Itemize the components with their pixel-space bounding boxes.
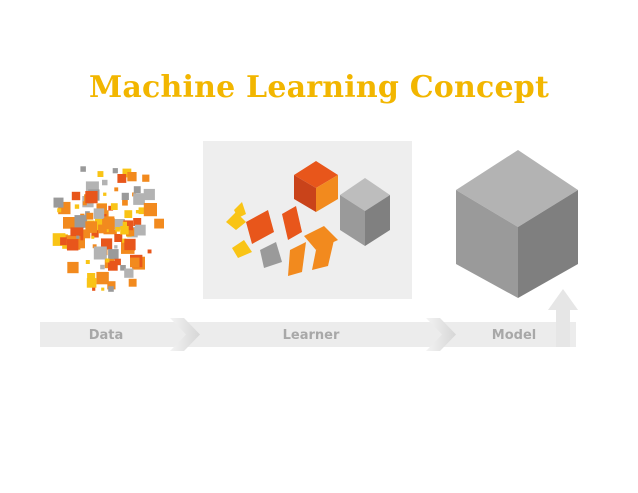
data-square (108, 286, 114, 292)
data-square (133, 193, 145, 205)
data-square (114, 245, 117, 248)
data-square (127, 172, 136, 181)
data-square (144, 189, 155, 200)
data-square (113, 168, 118, 173)
data-square (94, 208, 105, 219)
data-square (102, 180, 108, 186)
data-square (114, 187, 118, 191)
data-square (57, 208, 61, 212)
data-square (103, 193, 106, 196)
model-cube (456, 150, 578, 298)
data-square (134, 186, 141, 193)
data-square (106, 219, 109, 222)
data-square (108, 261, 118, 271)
data-square (111, 203, 118, 210)
data-square (117, 174, 126, 183)
data-square (108, 249, 119, 260)
stage-label-data: Data (89, 328, 124, 343)
data-square (85, 191, 97, 203)
data-square (115, 227, 120, 232)
data-square (87, 273, 95, 281)
data-square (144, 203, 157, 216)
stage-label-learner: Learner (283, 328, 340, 343)
data-scatter (53, 166, 164, 292)
data-square (122, 193, 129, 200)
data-square (67, 239, 78, 250)
data-square (123, 222, 127, 226)
data-square (92, 288, 95, 291)
data-square (124, 269, 133, 278)
data-square (142, 175, 149, 182)
data-square (86, 213, 93, 220)
data-square (120, 226, 129, 235)
data-square (72, 192, 80, 200)
data-square (75, 215, 88, 228)
data-square (54, 198, 64, 208)
data-square (104, 218, 115, 229)
data-square (101, 288, 104, 291)
up-arrow-head (548, 289, 578, 310)
stage-label-model: Model (492, 328, 536, 343)
up-arrow-shaft (556, 308, 570, 347)
data-square (130, 258, 140, 268)
data-square (105, 259, 109, 263)
data-square (76, 236, 79, 239)
data-square (80, 166, 86, 172)
data-square (85, 221, 97, 233)
data-square (94, 247, 107, 260)
data-square (86, 260, 90, 264)
data-square (129, 279, 137, 287)
data-square (122, 200, 128, 206)
data-square (154, 219, 164, 229)
data-square (124, 239, 135, 250)
data-square (63, 217, 75, 229)
data-square (67, 262, 78, 273)
data-square (75, 204, 79, 208)
data-square (124, 210, 132, 218)
data-square (100, 265, 105, 270)
data-square (98, 171, 104, 177)
data-square (135, 225, 146, 236)
data-square (91, 236, 94, 239)
data-square (148, 250, 152, 254)
data-square (96, 272, 108, 284)
data-square (114, 234, 122, 242)
